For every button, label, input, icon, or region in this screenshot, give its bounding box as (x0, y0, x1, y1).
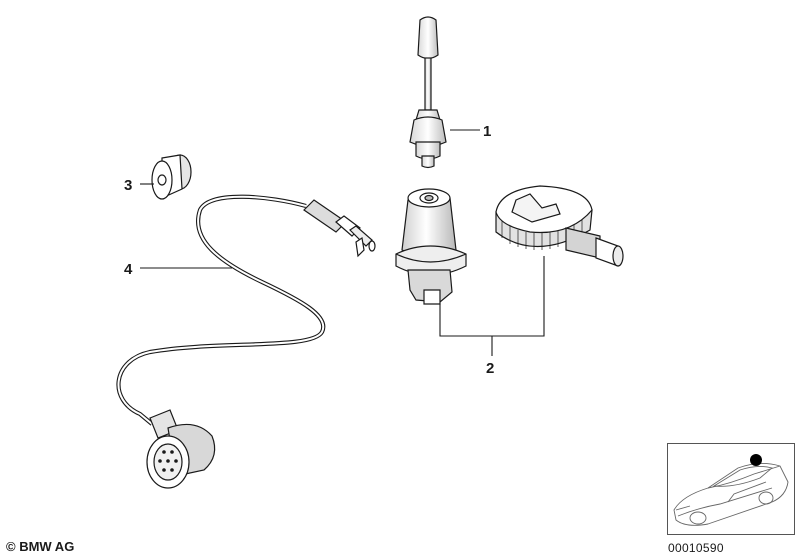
callout-4: 4 (124, 261, 133, 278)
car-locator-thumbnail (667, 443, 795, 535)
location-marker-icon (750, 454, 762, 466)
cable-straight-connector-icon (303, 199, 376, 258)
car-locator-icon (673, 454, 789, 526)
antenna-rod-icon (409, 16, 447, 169)
callout-2: 2 (486, 360, 494, 377)
copyright-label: © BMW AG (6, 539, 75, 554)
grommet-icon (151, 154, 192, 200)
diagram-number: 00010590 (668, 541, 724, 555)
leader-lines (140, 129, 545, 356)
callout-1: 1 (483, 123, 491, 140)
antenna-cable-icon (116, 194, 326, 426)
antenna-base-icon (395, 188, 467, 305)
cable-angled-connector-icon (146, 409, 216, 489)
callout-3: 3 (124, 177, 132, 194)
mounting-nut-icon (495, 185, 624, 267)
